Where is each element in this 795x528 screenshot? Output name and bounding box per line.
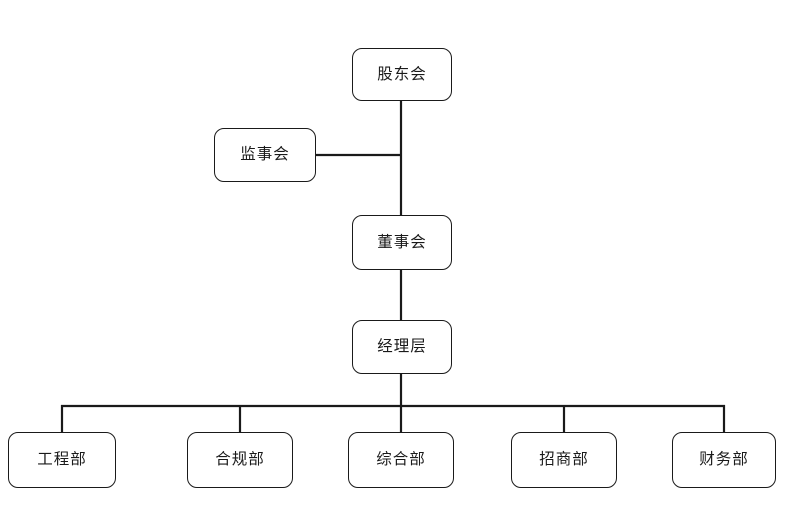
node-management-layer[interactable]: 经理层 xyxy=(352,320,452,374)
node-department-finance-label: 财务部 xyxy=(699,450,749,469)
node-shareholders-meeting-label: 股东会 xyxy=(377,64,427,83)
node-board-of-supervisors-label: 监事会 xyxy=(240,145,290,164)
node-department-finance[interactable]: 财务部 xyxy=(672,432,776,488)
node-department-general-affairs[interactable]: 综合部 xyxy=(348,432,454,488)
node-board-of-supervisors[interactable]: 监事会 xyxy=(214,128,316,182)
node-department-investment-promotion-label: 招商部 xyxy=(539,450,589,469)
node-department-compliance[interactable]: 合规部 xyxy=(187,432,293,488)
node-department-compliance-label: 合规部 xyxy=(215,450,265,469)
node-board-of-directors[interactable]: 董事会 xyxy=(352,215,452,270)
node-department-general-affairs-label: 综合部 xyxy=(376,450,426,469)
node-department-engineering[interactable]: 工程部 xyxy=(8,432,116,488)
node-board-of-directors-label: 董事会 xyxy=(377,232,427,251)
node-department-investment-promotion[interactable]: 招商部 xyxy=(511,432,617,488)
node-department-engineering-label: 工程部 xyxy=(37,450,87,469)
node-management-layer-label: 经理层 xyxy=(377,337,427,356)
node-shareholders-meeting[interactable]: 股东会 xyxy=(352,48,452,101)
